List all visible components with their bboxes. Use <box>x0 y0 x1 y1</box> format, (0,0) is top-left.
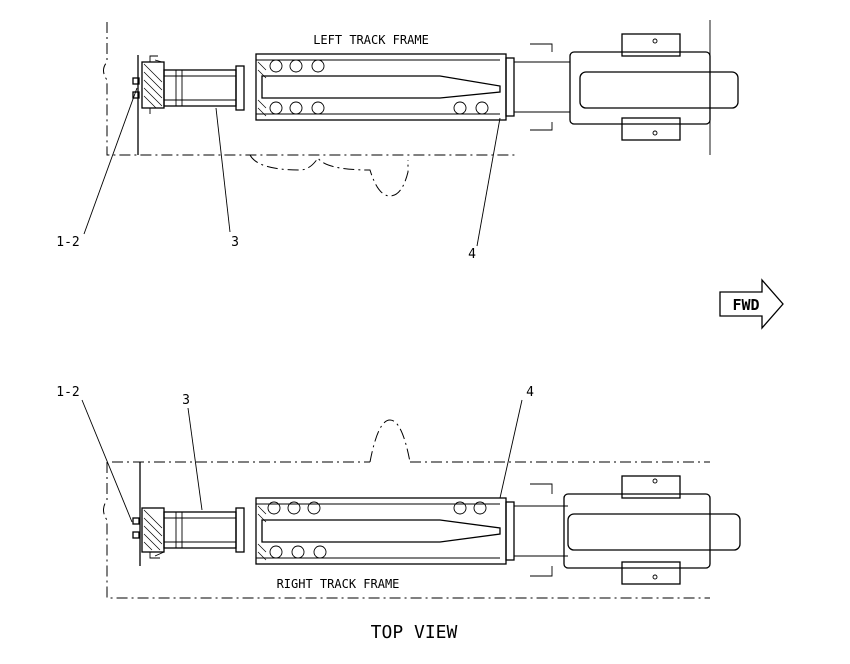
left-end-cap <box>132 55 165 155</box>
left-callout-3: 3 <box>231 235 239 250</box>
right-callout-1-2: 1-2 <box>56 385 79 400</box>
view-title: TOP VIEW <box>371 622 458 643</box>
right-leader-1-2 <box>81 399 133 523</box>
left-recoil-cylinder <box>163 65 245 111</box>
fwd-label: FWD <box>732 296 759 314</box>
left-leader-1-2 <box>83 87 138 235</box>
right-frame-top-curve <box>369 419 411 463</box>
right-track-frame-caption: RIGHT TRACK FRAME <box>277 577 400 591</box>
left-track-frame-view: LEFT TRACK FRAME 1-2 3 4 <box>56 20 739 262</box>
right-leader-3 <box>187 407 203 511</box>
right-recoil-cylinder <box>163 507 245 553</box>
left-frame-outline <box>103 22 515 156</box>
right-frame-body <box>255 497 507 565</box>
left-callout-4: 4 <box>468 247 476 262</box>
right-frame-outline <box>103 461 710 599</box>
left-frame-bottom-curve <box>249 154 409 197</box>
left-callout-1-2: 1-2 <box>56 235 79 250</box>
right-callout-3: 3 <box>182 393 190 408</box>
right-track-frame-view: 1-2 3 4 RIGHT TRACK FRAME <box>56 385 741 599</box>
left-leader-3 <box>215 107 231 233</box>
left-idler-yoke <box>505 20 739 155</box>
left-leader-4 <box>476 117 501 247</box>
right-end-cap <box>132 462 165 566</box>
right-idler-yoke <box>505 475 741 585</box>
left-frame-body <box>255 53 507 121</box>
left-track-frame-caption: LEFT TRACK FRAME <box>313 33 429 47</box>
right-leader-4 <box>499 399 523 499</box>
forward-arrow-icon: FWD <box>719 278 784 330</box>
right-callout-4: 4 <box>526 385 534 400</box>
